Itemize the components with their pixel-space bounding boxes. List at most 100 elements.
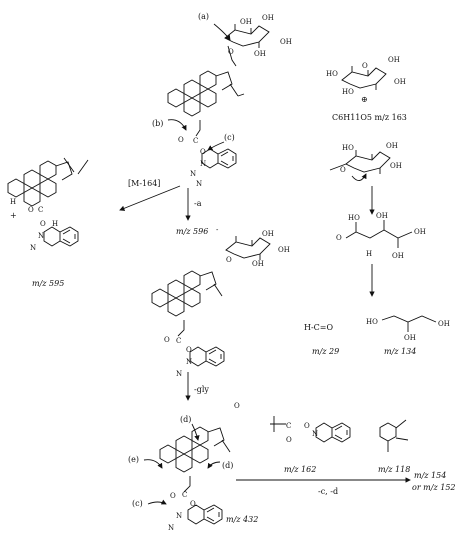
carbonyl-c: C [193, 137, 198, 145]
mz154-label: m/z 154 [414, 471, 446, 480]
step-gly: -gly [185, 372, 209, 401]
oh-3: OH [280, 38, 292, 46]
label-c-bottom: (c) [132, 499, 143, 508]
label-d-top: (d) [180, 415, 191, 424]
small-fragments: H-C=O m/z 29 HO OH OH m/z 134 [304, 315, 450, 356]
fragment-596: - OH OH OH O C O O N N [152, 226, 290, 378]
carbonyl-o: O [178, 136, 184, 144]
enol-oh-1: OH [438, 320, 450, 328]
ring-o-top: O [228, 48, 234, 56]
h-left: H [10, 198, 16, 206]
enol-oh-2: OH [404, 334, 416, 342]
oh-4: OH [254, 50, 266, 58]
n596-2: N [176, 370, 182, 378]
diterpene-core-432 [160, 427, 224, 472]
n595-2: N [30, 244, 36, 252]
fragments-162-118: C O O N m/z 162 m/z 118 [270, 416, 410, 474]
benzotriazole-162 [315, 422, 351, 443]
glucose-ring-596 [225, 235, 271, 261]
chain-o: O [336, 234, 342, 242]
ho-left: HO [326, 70, 338, 78]
oh-1: OH [240, 18, 252, 26]
n432-2: N [168, 524, 174, 532]
diterpene-core-595 [8, 161, 72, 206]
oplus-charge: ⊕ [361, 95, 368, 104]
hexose-cation: HO O OH OH HO ⊕ C6H11O5 m/z 163 [326, 56, 407, 122]
n162: N [312, 430, 318, 438]
o432-carbonyl: O [170, 492, 176, 500]
mz162-label: m/z 162 [284, 465, 316, 474]
benzotriazole-595 [43, 226, 79, 247]
oh596-3: OH [252, 260, 264, 268]
chain-oh-2: OH [414, 228, 426, 236]
glycoside-fragment: O HO OH OH [329, 142, 402, 215]
o432-ester: O [190, 500, 196, 508]
n-atom-2: N [190, 170, 196, 178]
plus-charge: + [10, 211, 17, 220]
chain-oh-3: OH [392, 252, 404, 260]
m164-label: [M-164] [128, 179, 160, 188]
o596-ester: O [186, 346, 192, 354]
mz163-label: C6H11O5 m/z 163 [332, 113, 407, 122]
chain-ho: HO [348, 214, 360, 222]
glyco-oh-1: OH [386, 142, 398, 150]
open-chain-fragment: O HO OH OH OH H [336, 212, 426, 297]
oh596-1: OH [262, 230, 274, 238]
minus-cd-label: -c, -d [318, 487, 338, 496]
o595-2: O [40, 220, 46, 228]
o162-2: O [304, 422, 310, 430]
mz152-label: or m/z 152 [412, 483, 456, 492]
glyco-o: O [340, 166, 346, 174]
formyl: H-C=O [304, 323, 334, 332]
oh-right-2: OH [394, 78, 406, 86]
mz432-label: m/z 432 [226, 515, 258, 524]
cyclohexadiene-118 [379, 422, 397, 442]
label-d-bottom: (d) [222, 461, 233, 470]
step-cd: -c, -d m/z 154 or m/z 152 [236, 471, 456, 496]
enol-ho: HO [366, 318, 378, 326]
n595-1: N [38, 232, 44, 240]
c596: C [176, 337, 181, 345]
o595-1: O [28, 206, 34, 214]
n596-1: N [186, 358, 192, 366]
mz134-label: m/z 134 [384, 347, 416, 356]
minus-gly-label: -gly [194, 385, 209, 394]
c595: C [38, 206, 43, 214]
oh-right-1: OH [388, 56, 400, 64]
o-radical: O [234, 402, 240, 410]
chain-oh-1: OH [376, 212, 388, 220]
label-e: (e) [128, 455, 139, 464]
step-a: -a m/z 596 [176, 188, 208, 236]
o596-carbonyl: O [164, 336, 170, 344]
fragment-432: (d) O (d) (e) C O O N N (c) m/z 432 [128, 402, 258, 532]
o162-1: O [286, 436, 292, 444]
ring-o-right: O [362, 62, 368, 70]
mz595-label: m/z 595 [32, 279, 64, 288]
mz596-label: m/z 596 [176, 227, 208, 236]
fragment-595: [M-164] H + C O O H N N m/z 595 [8, 157, 181, 288]
glyco-ho: HO [342, 144, 354, 152]
glycoside-ring [345, 149, 391, 175]
c162: C [286, 422, 291, 430]
oh-2: OH [262, 14, 274, 22]
diterpene-core-top [168, 71, 232, 116]
c432: C [182, 491, 187, 499]
n-atom-3: N [196, 180, 202, 188]
benzotriazole-top [201, 148, 237, 169]
ester-o: O [200, 148, 206, 156]
label-b: (b) [152, 119, 163, 128]
oh596-2: OH [278, 246, 290, 254]
label-a: (a) [198, 12, 209, 21]
minus-a-label: -a [194, 199, 202, 208]
label-c: (c) [224, 133, 235, 142]
mz118-label: m/z 118 [378, 465, 410, 474]
chain-h: H [366, 250, 372, 258]
diterpene-core-596 [152, 271, 216, 316]
mz29-label: m/z 29 [312, 347, 339, 356]
n432-1: N [176, 512, 182, 520]
o596-minus: - [216, 226, 219, 234]
o596-ring: O [226, 256, 232, 264]
glyco-oh-2: OH [390, 162, 402, 170]
